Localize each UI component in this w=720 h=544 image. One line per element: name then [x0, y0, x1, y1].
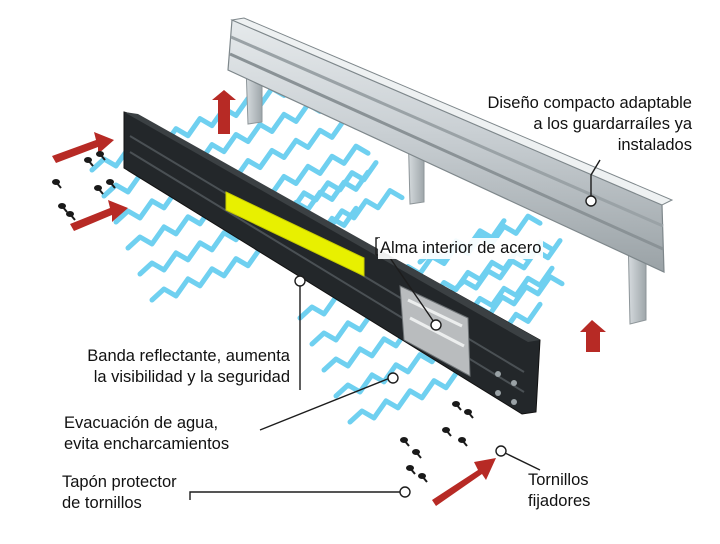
- screw: [400, 437, 410, 447]
- screw: [58, 203, 68, 213]
- label-line: Tornillos: [528, 471, 589, 489]
- label-reflective-band: Banda reflectante, aumenta la visibilida…: [40, 346, 292, 388]
- screw: [96, 151, 106, 161]
- label-line: la visibilidad y la seguridad: [40, 367, 292, 388]
- screw: [52, 179, 62, 189]
- arrow-icon: [52, 90, 606, 506]
- screw: [458, 437, 468, 447]
- label-line: a los guardarraíles ya: [533, 115, 692, 133]
- callout-dots: [294, 195, 597, 498]
- label-fixing-screws: Tornillos fijadores: [528, 470, 590, 512]
- barrier-profile: [123, 111, 541, 415]
- label-water-evacuation: Evacuación de agua, evita encharcamiento…: [62, 413, 232, 455]
- label-line: Tapón protector: [62, 473, 177, 491]
- label-line: instalados: [617, 136, 692, 154]
- screw: [106, 179, 116, 189]
- reflective-band: [225, 191, 365, 277]
- screw: [418, 473, 428, 483]
- label-line: fijadores: [528, 492, 591, 510]
- label-line: Banda reflectante, aumenta: [40, 346, 292, 367]
- screw: [452, 401, 462, 411]
- screw: [94, 185, 104, 195]
- screw: [442, 427, 452, 437]
- screw-icon: [52, 151, 474, 483]
- label-line: Diseño compacto adaptable: [487, 94, 692, 112]
- label-screw-cap: Tapón protector de tornillos: [62, 472, 177, 514]
- label-line: Alma interior de acero: [378, 238, 544, 259]
- label-steel-core: Alma interior de acero: [378, 238, 544, 259]
- screw: [412, 449, 422, 459]
- label-line: de tornillos: [62, 494, 142, 512]
- screw: [84, 157, 94, 167]
- screw: [464, 409, 474, 419]
- label-compact-design: Diseño compacto adaptable a los guardarr…: [470, 93, 692, 156]
- label-line: Evacuación de agua,: [62, 413, 232, 434]
- screw: [66, 211, 76, 221]
- screw: [406, 465, 416, 475]
- label-line: evita encharcamientos: [62, 434, 232, 455]
